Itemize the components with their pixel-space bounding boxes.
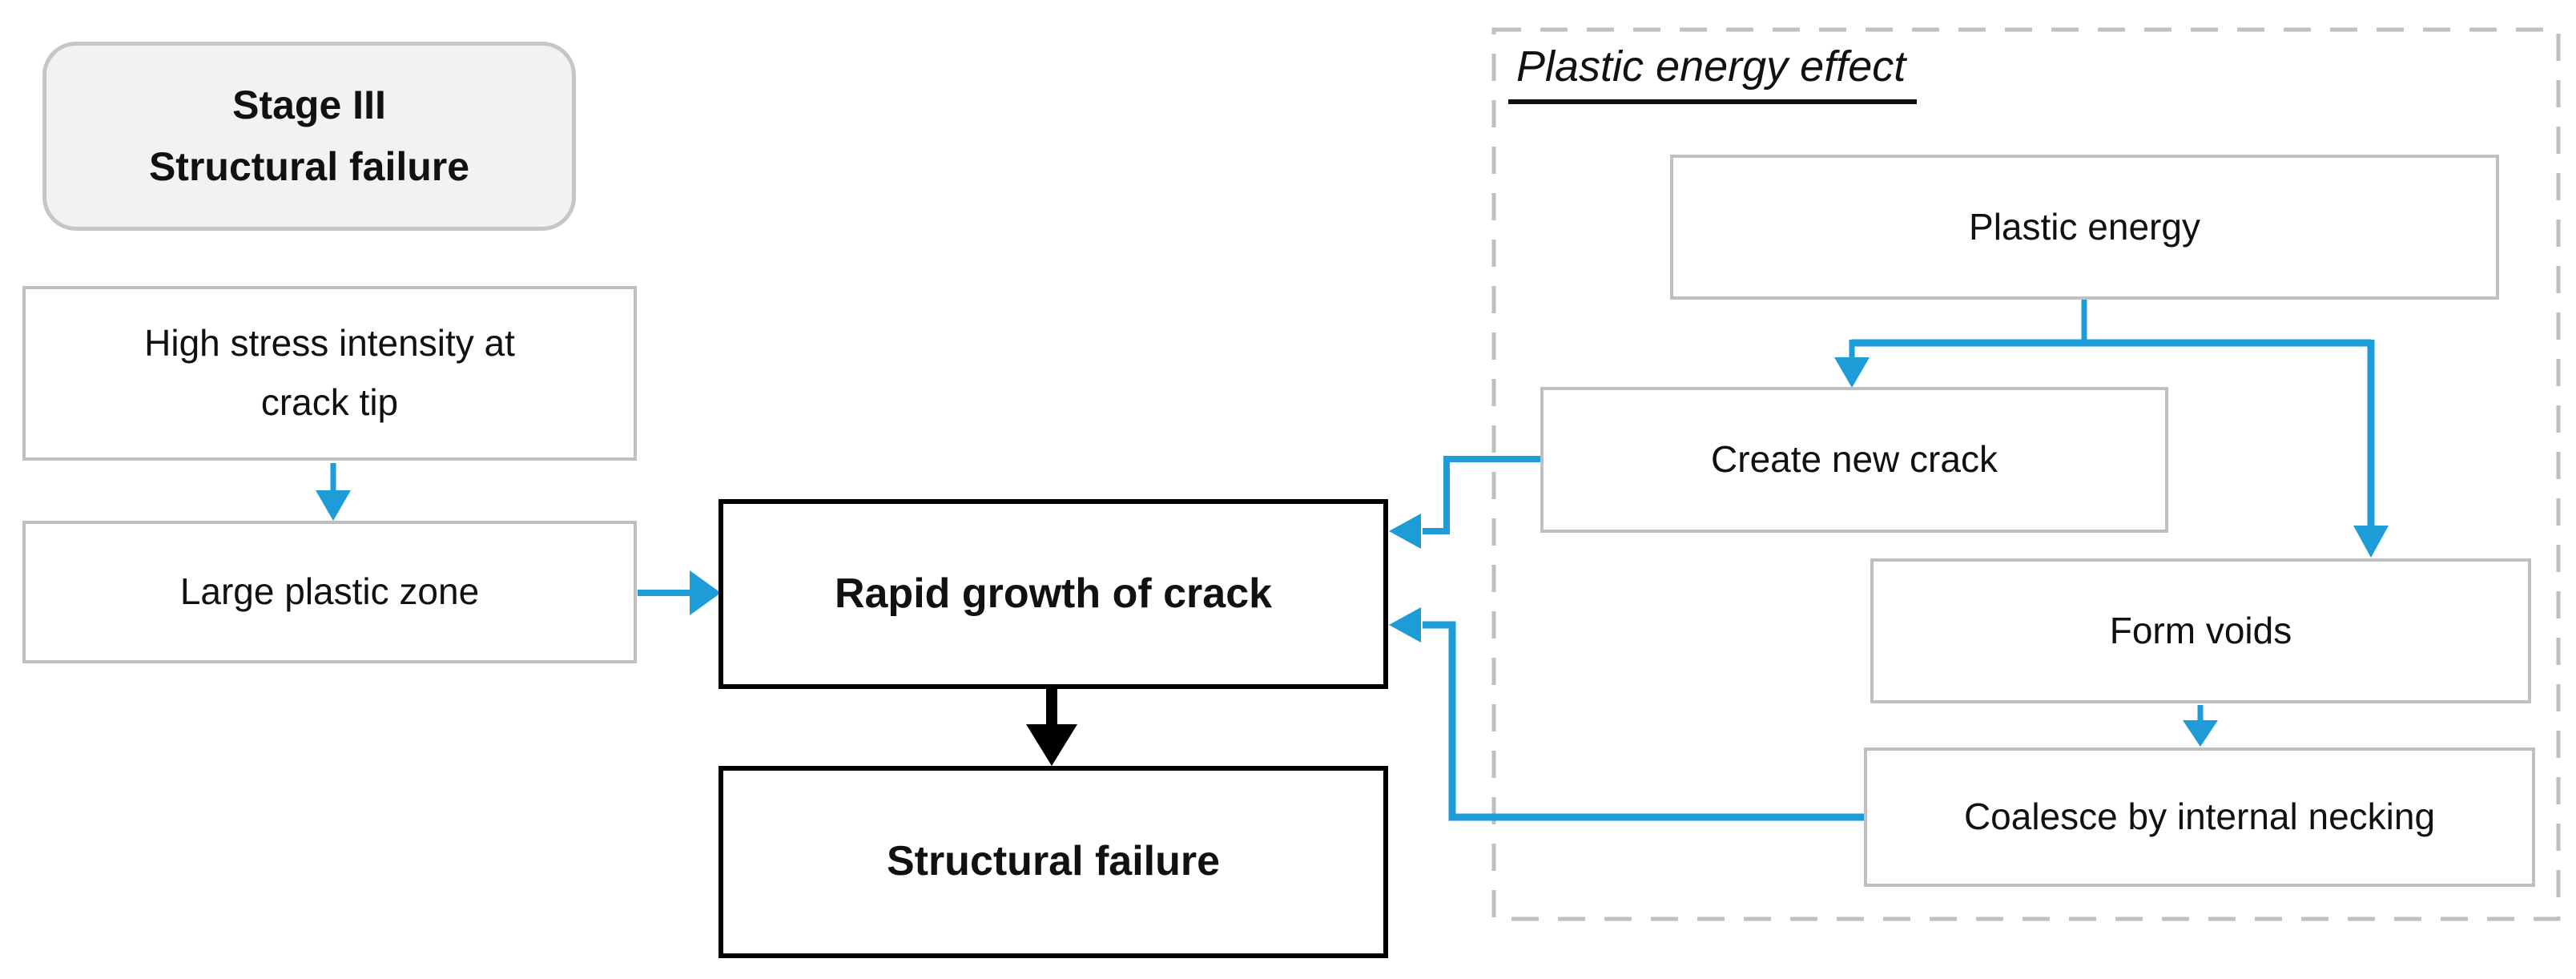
plastic-energy-box: Plastic energy bbox=[1670, 155, 2499, 300]
arrow-form-voids-to-coalesce-icon bbox=[2183, 705, 2218, 747]
plastic-energy-label: Plastic energy bbox=[1969, 205, 2200, 248]
create-new-crack-box: Create new crack bbox=[1540, 387, 2168, 533]
arrow-high-stress-to-large-plastic-icon bbox=[316, 463, 351, 521]
arrow-rapid-growth-to-structural-failure-icon bbox=[1026, 689, 1077, 766]
stage-badge-label: Stage III Structural failure bbox=[148, 82, 470, 190]
arrow-create-new-crack-to-rapid-growth-icon bbox=[1389, 456, 1540, 549]
large-plastic-zone-label: Large plastic zone bbox=[179, 570, 480, 613]
form-voids-label: Form voids bbox=[2109, 609, 2292, 651]
arrow-large-plastic-to-rapid-growth-icon bbox=[638, 570, 721, 615]
high-stress-box: High stress intensity at crack tip bbox=[22, 286, 637, 461]
rapid-growth-label: Rapid growth of crack bbox=[834, 570, 1273, 617]
rapid-growth-box: Rapid growth of crack bbox=[718, 499, 1388, 689]
form-voids-box: Form voids bbox=[1870, 558, 2531, 703]
structural-failure-label: Structural failure bbox=[886, 838, 1221, 885]
plastic-energy-group-title: Plastic energy effect bbox=[1508, 42, 1918, 104]
structural-failure-box: Structural failure bbox=[718, 766, 1388, 958]
arrow-coalesce-to-rapid-growth-icon bbox=[1389, 607, 1864, 821]
create-new-crack-label: Create new crack bbox=[1711, 438, 1998, 481]
large-plastic-zone-box: Large plastic zone bbox=[22, 521, 637, 663]
stage-badge: Stage III Structural failure bbox=[42, 42, 576, 231]
high-stress-label: High stress intensity at crack tip bbox=[144, 322, 515, 423]
coalesce-box: Coalesce by internal necking bbox=[1864, 747, 2535, 887]
coalesce-label: Coalesce by internal necking bbox=[1963, 796, 2436, 838]
